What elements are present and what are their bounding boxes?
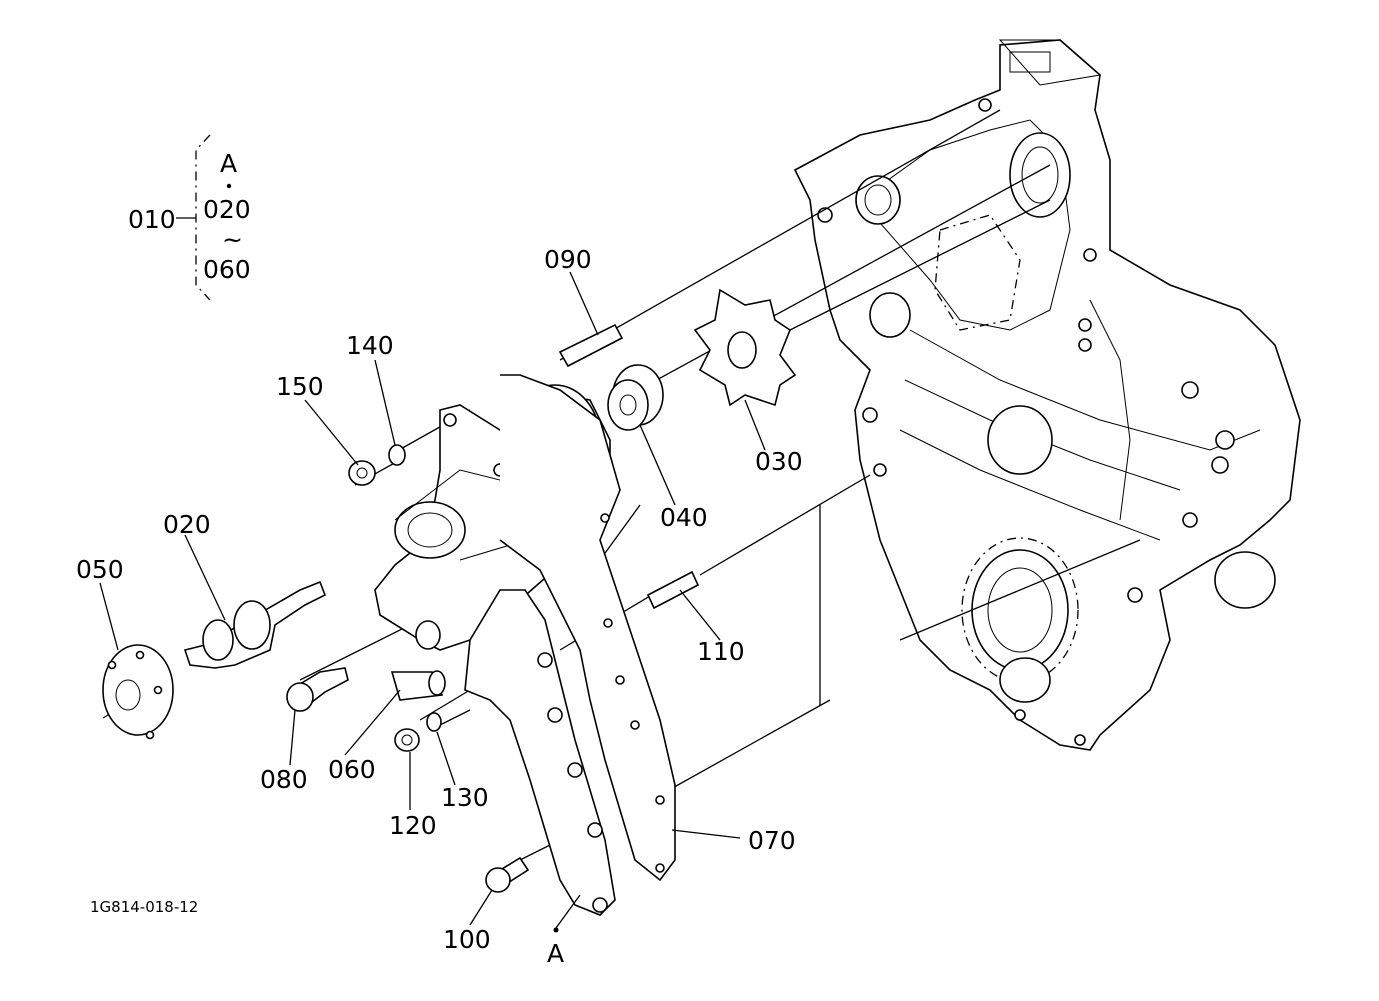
callout-110[interactable]: 110 xyxy=(697,637,745,666)
leader-lines xyxy=(99,271,766,929)
callout-120[interactable]: 120 xyxy=(389,811,437,840)
reference-mark: A xyxy=(547,927,564,968)
callout-010[interactable]: 010 xyxy=(128,205,176,234)
part-110-stud xyxy=(646,570,700,610)
callout-030[interactable]: 030 xyxy=(755,447,803,476)
callout-080[interactable]: 080 xyxy=(260,765,308,794)
part-130-washer xyxy=(426,712,442,732)
part-060-sleeve xyxy=(390,670,446,701)
callout-040[interactable]: 040 xyxy=(660,503,708,532)
reference-mark-a: A xyxy=(547,939,564,968)
callout-050[interactable]: 050 xyxy=(76,555,124,584)
callout-090[interactable]: 090 xyxy=(544,245,592,274)
part-120-nut xyxy=(394,728,420,752)
callout-140[interactable]: 140 xyxy=(346,331,394,360)
callout-060[interactable]: 060 xyxy=(328,755,376,784)
callout-100[interactable]: 100 xyxy=(443,925,491,954)
part-100-bolt xyxy=(485,856,530,893)
part-140-washer xyxy=(388,444,406,466)
part-090-stud xyxy=(558,323,624,368)
part-050-flange xyxy=(102,644,174,740)
part-040-seal xyxy=(607,364,664,431)
pump-housing xyxy=(464,374,676,916)
callout-labels: 020 030 040 050 060 070 080 090 100 110 … xyxy=(76,245,803,954)
part-150-nut xyxy=(348,460,376,486)
callout-130[interactable]: 130 xyxy=(441,783,489,812)
gear-case xyxy=(793,39,1301,751)
assembly-member-range: ~ xyxy=(222,225,243,254)
callout-070[interactable]: 070 xyxy=(748,826,796,855)
diagram-code: 1G814-018-12 xyxy=(90,898,198,916)
part-030-impeller xyxy=(693,288,797,407)
assembly-member-060: 060 xyxy=(203,255,251,284)
part-020-shaft xyxy=(183,580,327,669)
assembly-member-a: A xyxy=(220,149,237,178)
assembly-member-020: 020 xyxy=(203,195,251,224)
assembly-bracket: A 020 ~ 060 010 xyxy=(128,134,251,301)
callout-150[interactable]: 150 xyxy=(276,372,324,401)
callout-020[interactable]: 020 xyxy=(163,510,211,539)
alignment-lines xyxy=(102,109,1141,861)
part-080-plug xyxy=(286,667,349,712)
